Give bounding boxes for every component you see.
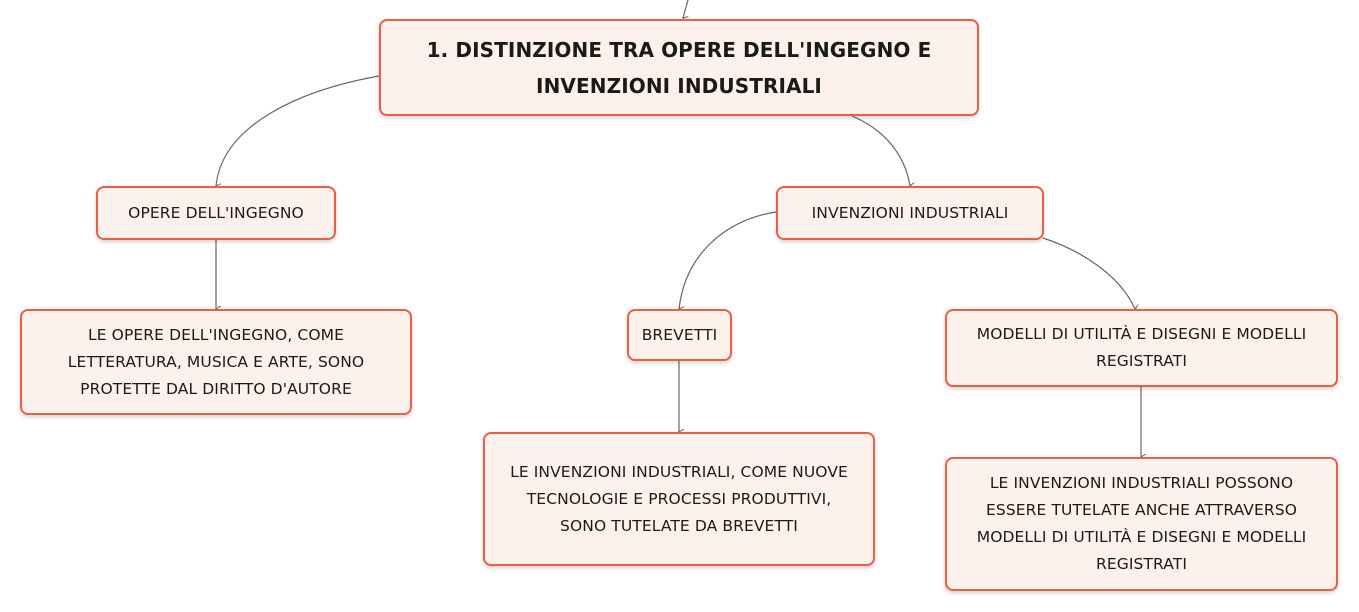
- topic-brevetti-description[interactable]: LE INVENZIONI INDUSTRIALI, COME NUOVE TE…: [483, 432, 875, 566]
- connector-root-to-opere: [216, 75, 380, 186]
- topic-modelli-utilita[interactable]: MODELLI DI UTILITÀ E DISEGNI E MODELLI R…: [945, 309, 1338, 387]
- root-topic[interactable]: 1. DISTINZIONE TRA OPERE DELL'INGEGNO E …: [379, 19, 979, 116]
- connector-invenzioni-to-modelli: [1042, 237, 1135, 309]
- connector-root-to-invenzioni: [851, 115, 910, 186]
- topic-brevetti[interactable]: BREVETTI: [627, 309, 732, 361]
- topic-invenzioni-industriali[interactable]: INVENZIONI INDUSTRIALI: [776, 186, 1044, 240]
- topic-opere-ingegno-description[interactable]: LE OPERE DELL'INGEGNO, COME LETTERATURA,…: [20, 309, 412, 415]
- connector-parent-to-root: [683, 0, 688, 18]
- connector-invenzioni-to-brevetti: [679, 211, 777, 309]
- topic-opere-ingegno[interactable]: OPERE DELL'INGEGNO: [96, 186, 336, 240]
- topic-modelli-utilita-description[interactable]: LE INVENZIONI INDUSTRIALI POSSONO ESSERE…: [945, 457, 1338, 591]
